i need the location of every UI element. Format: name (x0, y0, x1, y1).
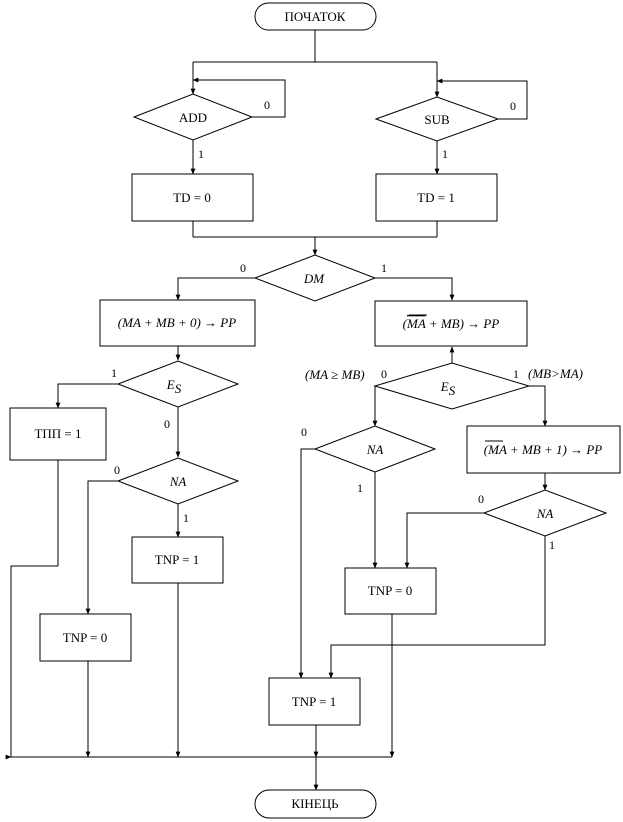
label-esright-0: 0 (381, 367, 387, 381)
decision-dm: DM (253, 254, 377, 302)
process-td1: TD = 1 (375, 173, 498, 222)
process-sum-right-label: (MA + MB) → PP (403, 316, 500, 331)
connector-esright-sum2 (529, 385, 548, 427)
decision-es-left: ES (116, 360, 240, 408)
process-tnp1-left-label: TNP = 1 (155, 552, 199, 567)
process-tnp0-right: TNP = 0 (344, 567, 437, 615)
process-tnp1-bottom-label: TNP = 1 (292, 694, 336, 709)
connector-naright-tnp0r (404, 512, 484, 569)
label-dm-1: 1 (381, 261, 387, 275)
connector-dm-right (375, 277, 455, 301)
label-esright-1: 1 (513, 367, 519, 381)
process-tpp1: ТПП = 1 (9, 407, 107, 461)
label-sub-1: 1 (442, 147, 448, 161)
connector-start-split (190, 30, 440, 98)
start-label: ПОЧАТОК (285, 9, 346, 24)
connector-naleft-tnp0 (85, 480, 118, 615)
label-naright-1: 1 (549, 538, 555, 552)
end-terminal: КІНЕЦЬ (254, 789, 377, 819)
label-sub-0: 0 (510, 99, 516, 113)
process-sum-right2-label: (MA + MB + 1) → PP (484, 442, 602, 457)
process-tnp0-left: TNP = 0 (39, 613, 132, 662)
label-naleft-0: 0 (114, 463, 120, 477)
decision-sub: SUB (374, 96, 500, 142)
decision-add-label: ADD (179, 110, 207, 125)
connector-esleft-tpp (55, 383, 118, 409)
label-esright-left-cond: (MA ≥ MB) (305, 367, 365, 382)
decision-es-left-label: ES (166, 377, 182, 396)
decision-es-right: ES (373, 362, 531, 410)
label-add-0: 0 (264, 98, 270, 112)
label-esleft-0: 0 (164, 417, 170, 431)
connector-naright-tnp1b (328, 536, 546, 679)
label-naright-0: 0 (478, 492, 484, 506)
process-tnp1-left: TNP = 1 (131, 536, 224, 584)
process-tnp0-right-label: TNP = 0 (368, 583, 412, 598)
process-sum-right: (MA + MB) → PP (374, 300, 528, 347)
connector-namid-tnp1b (298, 448, 315, 679)
connector-sub-loop (436, 78, 528, 120)
decision-na-left: NA (116, 457, 240, 505)
decision-dm-label: DM (303, 271, 325, 286)
label-esleft-1: 1 (111, 366, 117, 380)
process-td0: TD = 0 (131, 173, 254, 222)
process-td1-label: TD = 1 (417, 190, 455, 205)
process-tnp1-bottom: TNP = 1 (268, 677, 361, 726)
decision-na-right-label: NA (536, 506, 554, 521)
process-tpp1-label: ТПП = 1 (34, 426, 81, 441)
label-dm-0: 0 (240, 261, 246, 275)
process-sum-left-label: (MA + MB + 0) → PP (118, 315, 236, 330)
process-sum-left: (MA + MB + 0) → PP (99, 299, 256, 347)
start-terminal: ПОЧАТОК (254, 2, 377, 31)
decision-na-left-label: NA (169, 474, 187, 489)
label-esright-right-cond: (MB>MA) (528, 366, 583, 381)
label-add-1: 1 (198, 147, 204, 161)
decision-na-mid: NA (313, 425, 437, 473)
overline-ma: MA (406, 316, 426, 331)
label-naleft-1: 1 (183, 511, 189, 525)
process-sum-right2: (MA + MB + 1) → PP (466, 425, 621, 474)
label-namid-1: 1 (357, 481, 363, 495)
decision-sub-label: SUB (424, 112, 450, 127)
process-tnp0-left-label: TNP = 0 (63, 630, 107, 645)
decision-na-mid-label: NA (366, 442, 384, 457)
connector-tpp-bus (10, 565, 58, 757)
decision-es-right-label: ES (440, 379, 456, 398)
decision-add: ADD (132, 93, 254, 141)
connector-td-merge (192, 221, 438, 256)
label-namid-0: 0 (301, 425, 307, 439)
process-td0-label: TD = 0 (173, 190, 211, 205)
connector-dm-left (175, 277, 255, 301)
end-label: КІНЕЦЬ (291, 796, 339, 811)
connector-add-loop (192, 77, 286, 118)
decision-na-right: NA (482, 489, 608, 537)
